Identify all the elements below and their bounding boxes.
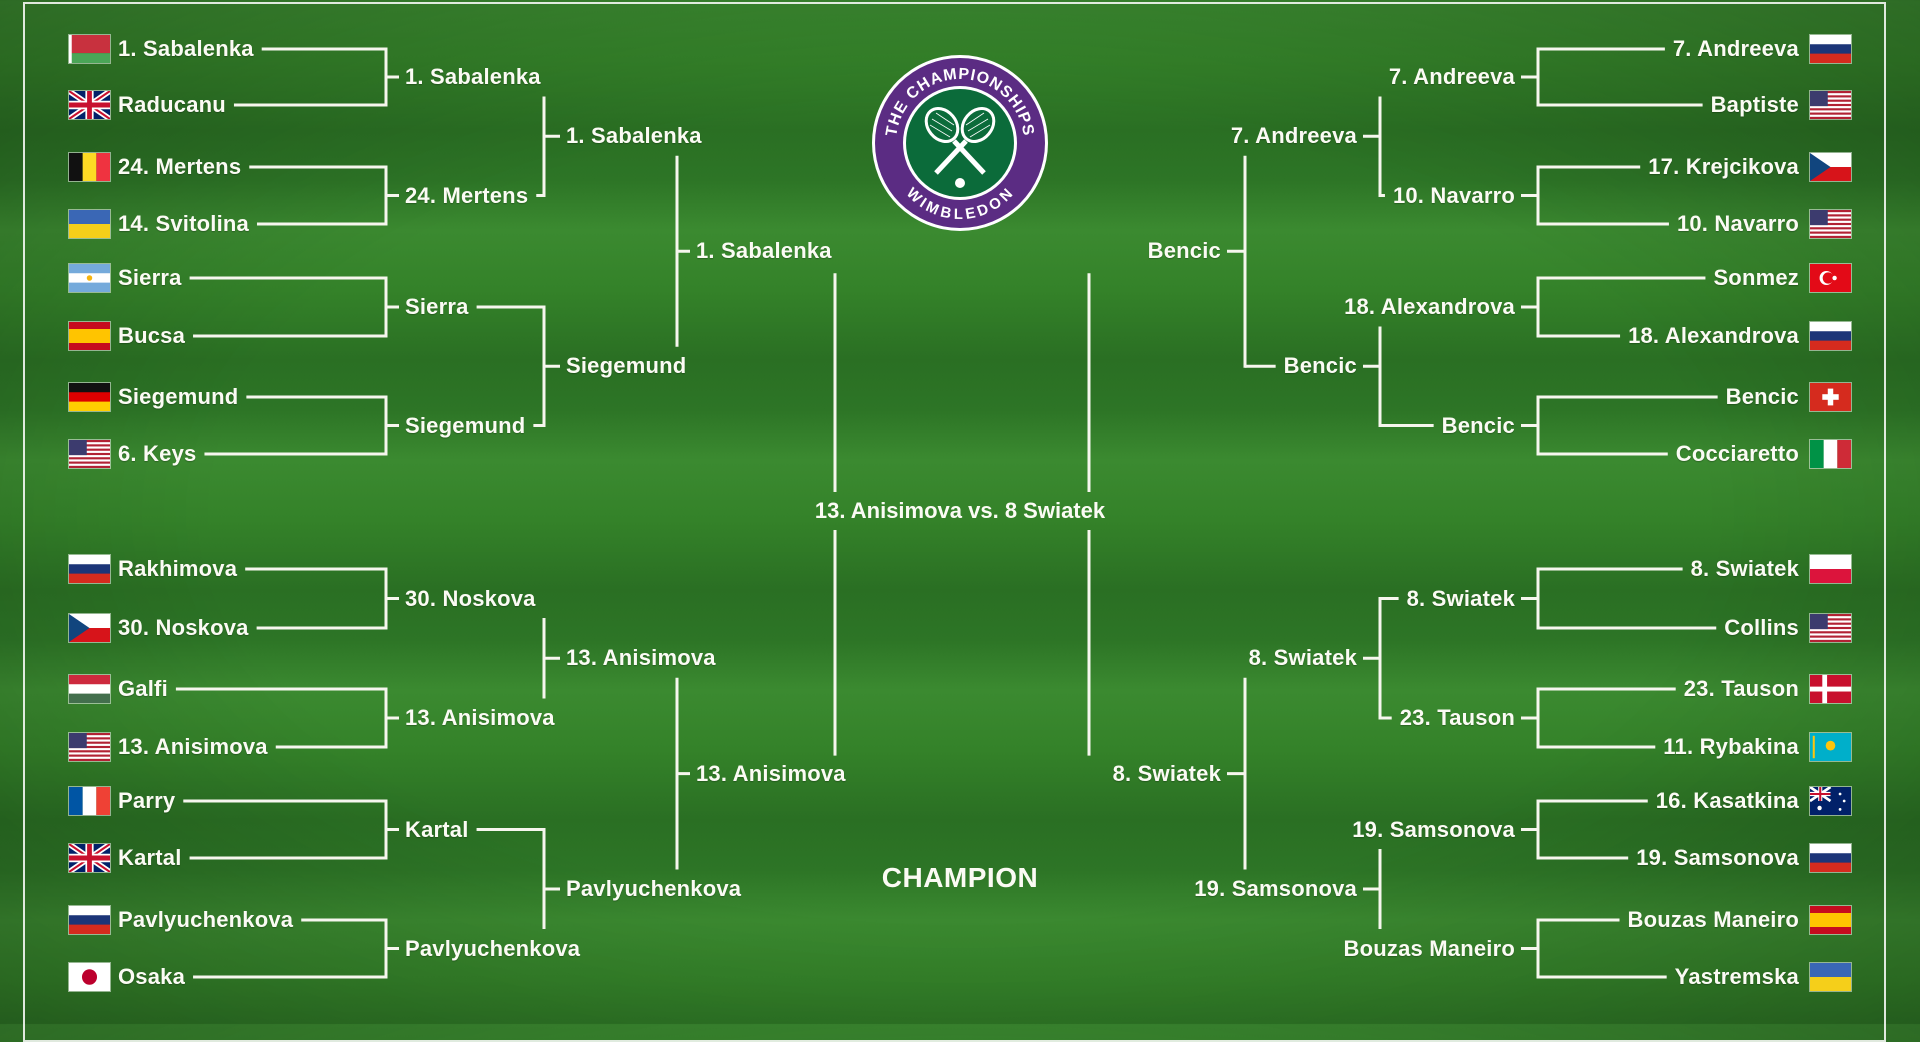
left-r1-player-pavlyuchenkova: Pavlyuchenkova <box>118 907 294 932</box>
left-r1-player-14-svitolina: 14. Svitolina <box>118 211 249 236</box>
left-r1-player-raducanu: Raducanu <box>118 92 226 117</box>
flag-rus-icon <box>69 906 110 934</box>
right-r2-winner-23-tauson: 23. Tauson <box>1399 705 1515 730</box>
right-r2-winner-8-swiatek: 8. Swiatek <box>1406 585 1515 611</box>
right-r2-winner-19-samsonova: 19. Samsonova <box>1352 816 1515 842</box>
flag-hun-icon <box>69 675 110 703</box>
flag-usa-icon <box>1810 91 1851 119</box>
right-r2-winner-10-navarro: 10. Navarro <box>1392 182 1515 208</box>
flag-bel-icon <box>69 153 110 181</box>
right-r2-winner-bencic: Bencic <box>1441 412 1515 438</box>
flag-kaz-icon <box>1810 733 1851 761</box>
left-r1-player-rakhimova: Rakhimova <box>118 556 238 581</box>
wimbledon-logo: THE CHAMPIONSHIPS WIMBLEDON <box>872 55 1048 231</box>
right-r3-winner-7-andreeva: 7. Andreeva <box>1230 123 1357 149</box>
right-r1-player-19-samsonova: 19. Samsonova <box>1636 845 1799 870</box>
flag-rus-icon <box>1810 322 1851 350</box>
flag-tur-icon <box>1810 264 1851 292</box>
right-r1-player-bouzas-maneiro: Bouzas Maneiro <box>1627 907 1799 932</box>
left-r1-player-30-noskova: 30. Noskova <box>118 615 249 640</box>
right-r1-player-16-kasatkina: 16. Kasatkina <box>1655 788 1799 813</box>
right-r2-winner-7-andreeva: 7. Andreeva <box>1388 64 1515 89</box>
flag-fra-icon <box>69 787 110 815</box>
left-r4-winner-13-anisimova: 13. Anisimova <box>696 760 846 786</box>
right-r1-player-collins: Collins <box>1724 615 1799 640</box>
flag-cze-icon <box>1810 153 1851 181</box>
left-r1-player-13-anisimova: 13. Anisimova <box>118 734 268 759</box>
flag-ukr-icon <box>1810 963 1851 991</box>
left-r1-player-parry: Parry <box>118 788 176 813</box>
flag-usa-icon <box>1810 614 1851 642</box>
flag-den-icon <box>1810 675 1851 703</box>
left-r1-player-1-sabalenka: 1. Sabalenka <box>118 36 254 61</box>
left-r2-winner-24-mertens: 24. Mertens <box>405 182 529 208</box>
left-r1-player-galfi: Galfi <box>118 676 168 701</box>
left-r2-winner-30-noskova: 30. Noskova <box>405 585 536 611</box>
left-r2-winner-siegemund: Siegemund <box>405 412 526 438</box>
right-r3-winner-8-swiatek: 8. Swiatek <box>1248 645 1357 671</box>
flag-rus-icon <box>1810 35 1851 63</box>
flag-usa-icon <box>69 440 110 468</box>
right-r1-player-sonmez: Sonmez <box>1713 265 1799 290</box>
left-r1-player-bucsa: Bucsa <box>118 323 186 348</box>
left-r1-player-sierra: Sierra <box>118 265 182 290</box>
flag-gbr-icon <box>69 91 110 119</box>
left-r2-winner-1-sabalenka: 1. Sabalenka <box>405 64 541 89</box>
left-r4-winner-1-sabalenka: 1. Sabalenka <box>696 238 832 264</box>
right-r1-player-bencic: Bencic <box>1725 384 1799 409</box>
right-r1-player-cocciaretto: Cocciaretto <box>1675 441 1799 466</box>
left-r1-player-kartal: Kartal <box>118 845 182 870</box>
left-r2-winner-13-anisimova: 13. Anisimova <box>405 705 555 730</box>
flag-jpn-icon <box>69 963 110 991</box>
flag-rus-icon <box>1810 844 1851 872</box>
crossed-rackets-icon <box>924 107 996 188</box>
left-r2-winner-kartal: Kartal <box>405 816 469 842</box>
champion-label: CHAMPION <box>881 862 1039 893</box>
right-r2-winner-18-alexandrova: 18. Alexandrova <box>1344 294 1515 319</box>
right-r4-winner-bencic: Bencic <box>1147 238 1221 264</box>
flag-ita-icon <box>1810 440 1851 468</box>
flag-sui-icon <box>1810 383 1851 411</box>
flag-cze-icon <box>69 614 110 642</box>
left-r1-player-osaka: Osaka <box>118 964 186 989</box>
left-r2-winner-pavlyuchenkova: Pavlyuchenkova <box>405 935 581 961</box>
final-matchup: 13. Anisimova vs. 8 Swiatek <box>814 498 1106 523</box>
flag-blr-icon <box>69 35 110 63</box>
left-r1-player-24-mertens: 24. Mertens <box>118 154 242 179</box>
flag-rus-icon <box>69 555 110 583</box>
flag-arg-icon <box>69 264 110 292</box>
left-r2-winner-sierra: Sierra <box>405 294 469 319</box>
flag-gbr-icon <box>69 844 110 872</box>
flag-esp-icon <box>1810 906 1851 934</box>
flag-usa-icon <box>1810 210 1851 238</box>
flag-usa-icon <box>69 733 110 761</box>
right-r3-winner-bencic: Bencic <box>1283 353 1357 379</box>
flag-ger-icon <box>69 383 110 411</box>
right-r1-player-8-swiatek: 8. Swiatek <box>1690 556 1799 581</box>
left-r1-player-siegemund: Siegemund <box>118 384 239 409</box>
right-r1-player-yastremska: Yastremska <box>1674 964 1799 989</box>
left-r1-player-6-keys: 6. Keys <box>118 441 197 466</box>
right-r3-winner-19-samsonova: 19. Samsonova <box>1194 876 1357 901</box>
right-r4-winner-8-swiatek: 8. Swiatek <box>1112 760 1221 786</box>
right-r1-player-17-krejcikova: 17. Krejcikova <box>1648 154 1799 179</box>
left-r3-winner-pavlyuchenkova: Pavlyuchenkova <box>566 876 742 901</box>
right-r1-player-11-rybakina: 11. Rybakina <box>1663 734 1799 759</box>
left-r3-winner-1-sabalenka: 1. Sabalenka <box>566 123 702 149</box>
left-r3-winner-siegemund: Siegemund <box>566 353 687 379</box>
right-r1-player-18-alexandrova: 18. Alexandrova <box>1628 323 1799 348</box>
left-r3-winner-13-anisimova: 13. Anisimova <box>566 645 716 671</box>
right-r1-player-baptiste: Baptiste <box>1710 92 1799 117</box>
right-r1-player-10-navarro: 10. Navarro <box>1676 211 1799 236</box>
right-r1-player-7-andreeva: 7. Andreeva <box>1672 36 1799 61</box>
flag-pol-icon <box>1810 555 1851 583</box>
flag-ukr-icon <box>69 210 110 238</box>
right-r1-player-23-tauson: 23. Tauson <box>1683 676 1799 701</box>
right-r2-winner-bouzas-maneiro: Bouzas Maneiro <box>1343 935 1515 961</box>
flag-esp-icon <box>69 322 110 350</box>
flag-aus-icon <box>1810 787 1851 815</box>
